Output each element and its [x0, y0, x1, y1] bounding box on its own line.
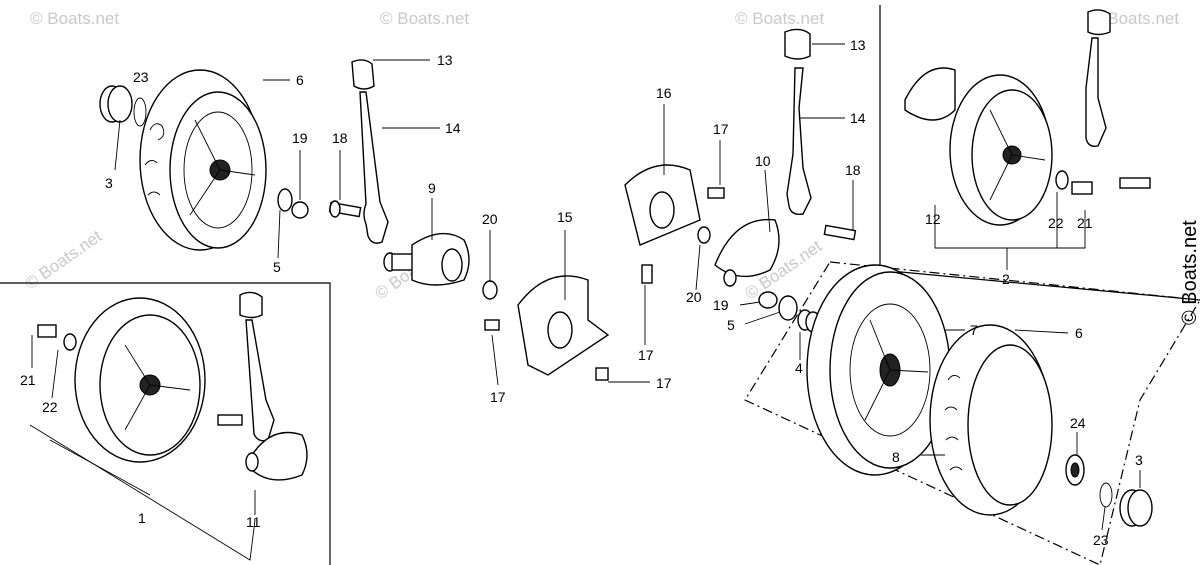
watermark-text: © Boats.net: [1179, 220, 1200, 325]
callout-21: 21: [1077, 215, 1093, 231]
handle-part-14-right: [784, 28, 812, 216]
callout-12: 12: [925, 211, 941, 227]
callout-6-right: 6: [1075, 325, 1083, 341]
callout-17-d: 17: [656, 375, 672, 391]
hubcap-part-3: [99, 85, 133, 123]
housing-part-10: [714, 218, 780, 287]
bolt-part-18-right: [823, 224, 857, 241]
callout-10: 10: [755, 153, 771, 169]
callout-21-left: 21: [20, 372, 36, 388]
callout-17-a: 17: [713, 121, 729, 137]
callout-1: 1: [138, 510, 146, 526]
axle-housing-part-9: [383, 232, 470, 286]
callout-5: 5: [273, 259, 281, 275]
callout-19: 19: [292, 130, 308, 146]
watermark-text: © Boats.net: [380, 9, 469, 28]
frame-wheel-exploded: [744, 261, 1200, 565]
clip-part-23-right: [1099, 482, 1113, 508]
bolt-part-18-left: [328, 200, 362, 218]
wheel-assembly-part-1: [37, 291, 308, 481]
washer-part-5-right: [778, 295, 798, 321]
hubcap-part-3-right: [1119, 489, 1153, 527]
callout-6: 6: [296, 72, 304, 88]
callout-22: 22: [1048, 215, 1064, 231]
clip-part-23: [133, 97, 147, 127]
callout-23-right: 23: [1093, 532, 1109, 548]
callout-7: 7: [970, 322, 978, 338]
callout-20-right: 20: [686, 289, 702, 305]
wheel-assembly-part-2: [904, 9, 1151, 226]
callout-18: 18: [332, 130, 348, 146]
washer-part-20-right: [697, 226, 711, 244]
callout-3: 3: [105, 175, 113, 191]
callout-14-right: 14: [850, 110, 866, 126]
callout-22-left: 22: [42, 399, 58, 415]
plate-part-15: [517, 275, 610, 376]
watermark-text: © Boats.net: [1090, 9, 1179, 28]
washer-part-20-left: [482, 280, 498, 300]
callout-2: 2: [1002, 271, 1010, 287]
screw-part-17-a: [484, 319, 500, 331]
handle-part-14-left: [351, 59, 389, 244]
callout-8: 8: [892, 449, 900, 465]
screw-part-17-c: [641, 264, 653, 284]
watermark-text: © Boats.net: [735, 9, 824, 28]
washer-part-19-right: [758, 291, 778, 309]
callout-13-right: 13: [850, 37, 866, 53]
callout-14: 14: [445, 120, 461, 136]
callout-15: 15: [557, 209, 573, 225]
callout-5-right: 5: [727, 317, 735, 333]
callout-13: 13: [437, 52, 453, 68]
callout-9: 9: [428, 180, 436, 196]
washer-part-19-left: [291, 201, 309, 219]
callout-11: 11: [246, 514, 261, 530]
callout-23: 23: [133, 69, 149, 85]
plate-part-16: [624, 164, 701, 246]
screw-part-17-b: [595, 367, 609, 381]
callout-3-right: 3: [1135, 452, 1143, 468]
side-watermark: © Boats.net: [1179, 220, 1200, 325]
wheel-rim-part-7: [806, 264, 951, 476]
wheel-part-6-top: [139, 69, 267, 251]
callout-19-right: 19: [713, 297, 729, 313]
leader-lines: [29, 43, 1141, 561]
washer-part-5-left: [277, 188, 293, 212]
watermark-text: © Boats.net: [30, 9, 119, 28]
callout-16: 16: [656, 85, 672, 101]
bearing-part-24: [1065, 454, 1085, 486]
frame-lower-left: [0, 282, 331, 565]
tire-part-8: [929, 324, 1053, 516]
callout-24: 24: [1070, 415, 1086, 431]
callout-20: 20: [482, 211, 498, 227]
callout-18-right: 18: [845, 162, 861, 178]
callout-17-b: 17: [638, 347, 654, 363]
callout-labels: 1 2 3 3 4 5 5 6 6 7 8 9 10 11 12 13 13 1…: [20, 37, 1143, 548]
callout-17-c: 17: [490, 389, 506, 405]
screw-part-17-d: [707, 187, 725, 199]
callout-4: 4: [795, 360, 803, 376]
